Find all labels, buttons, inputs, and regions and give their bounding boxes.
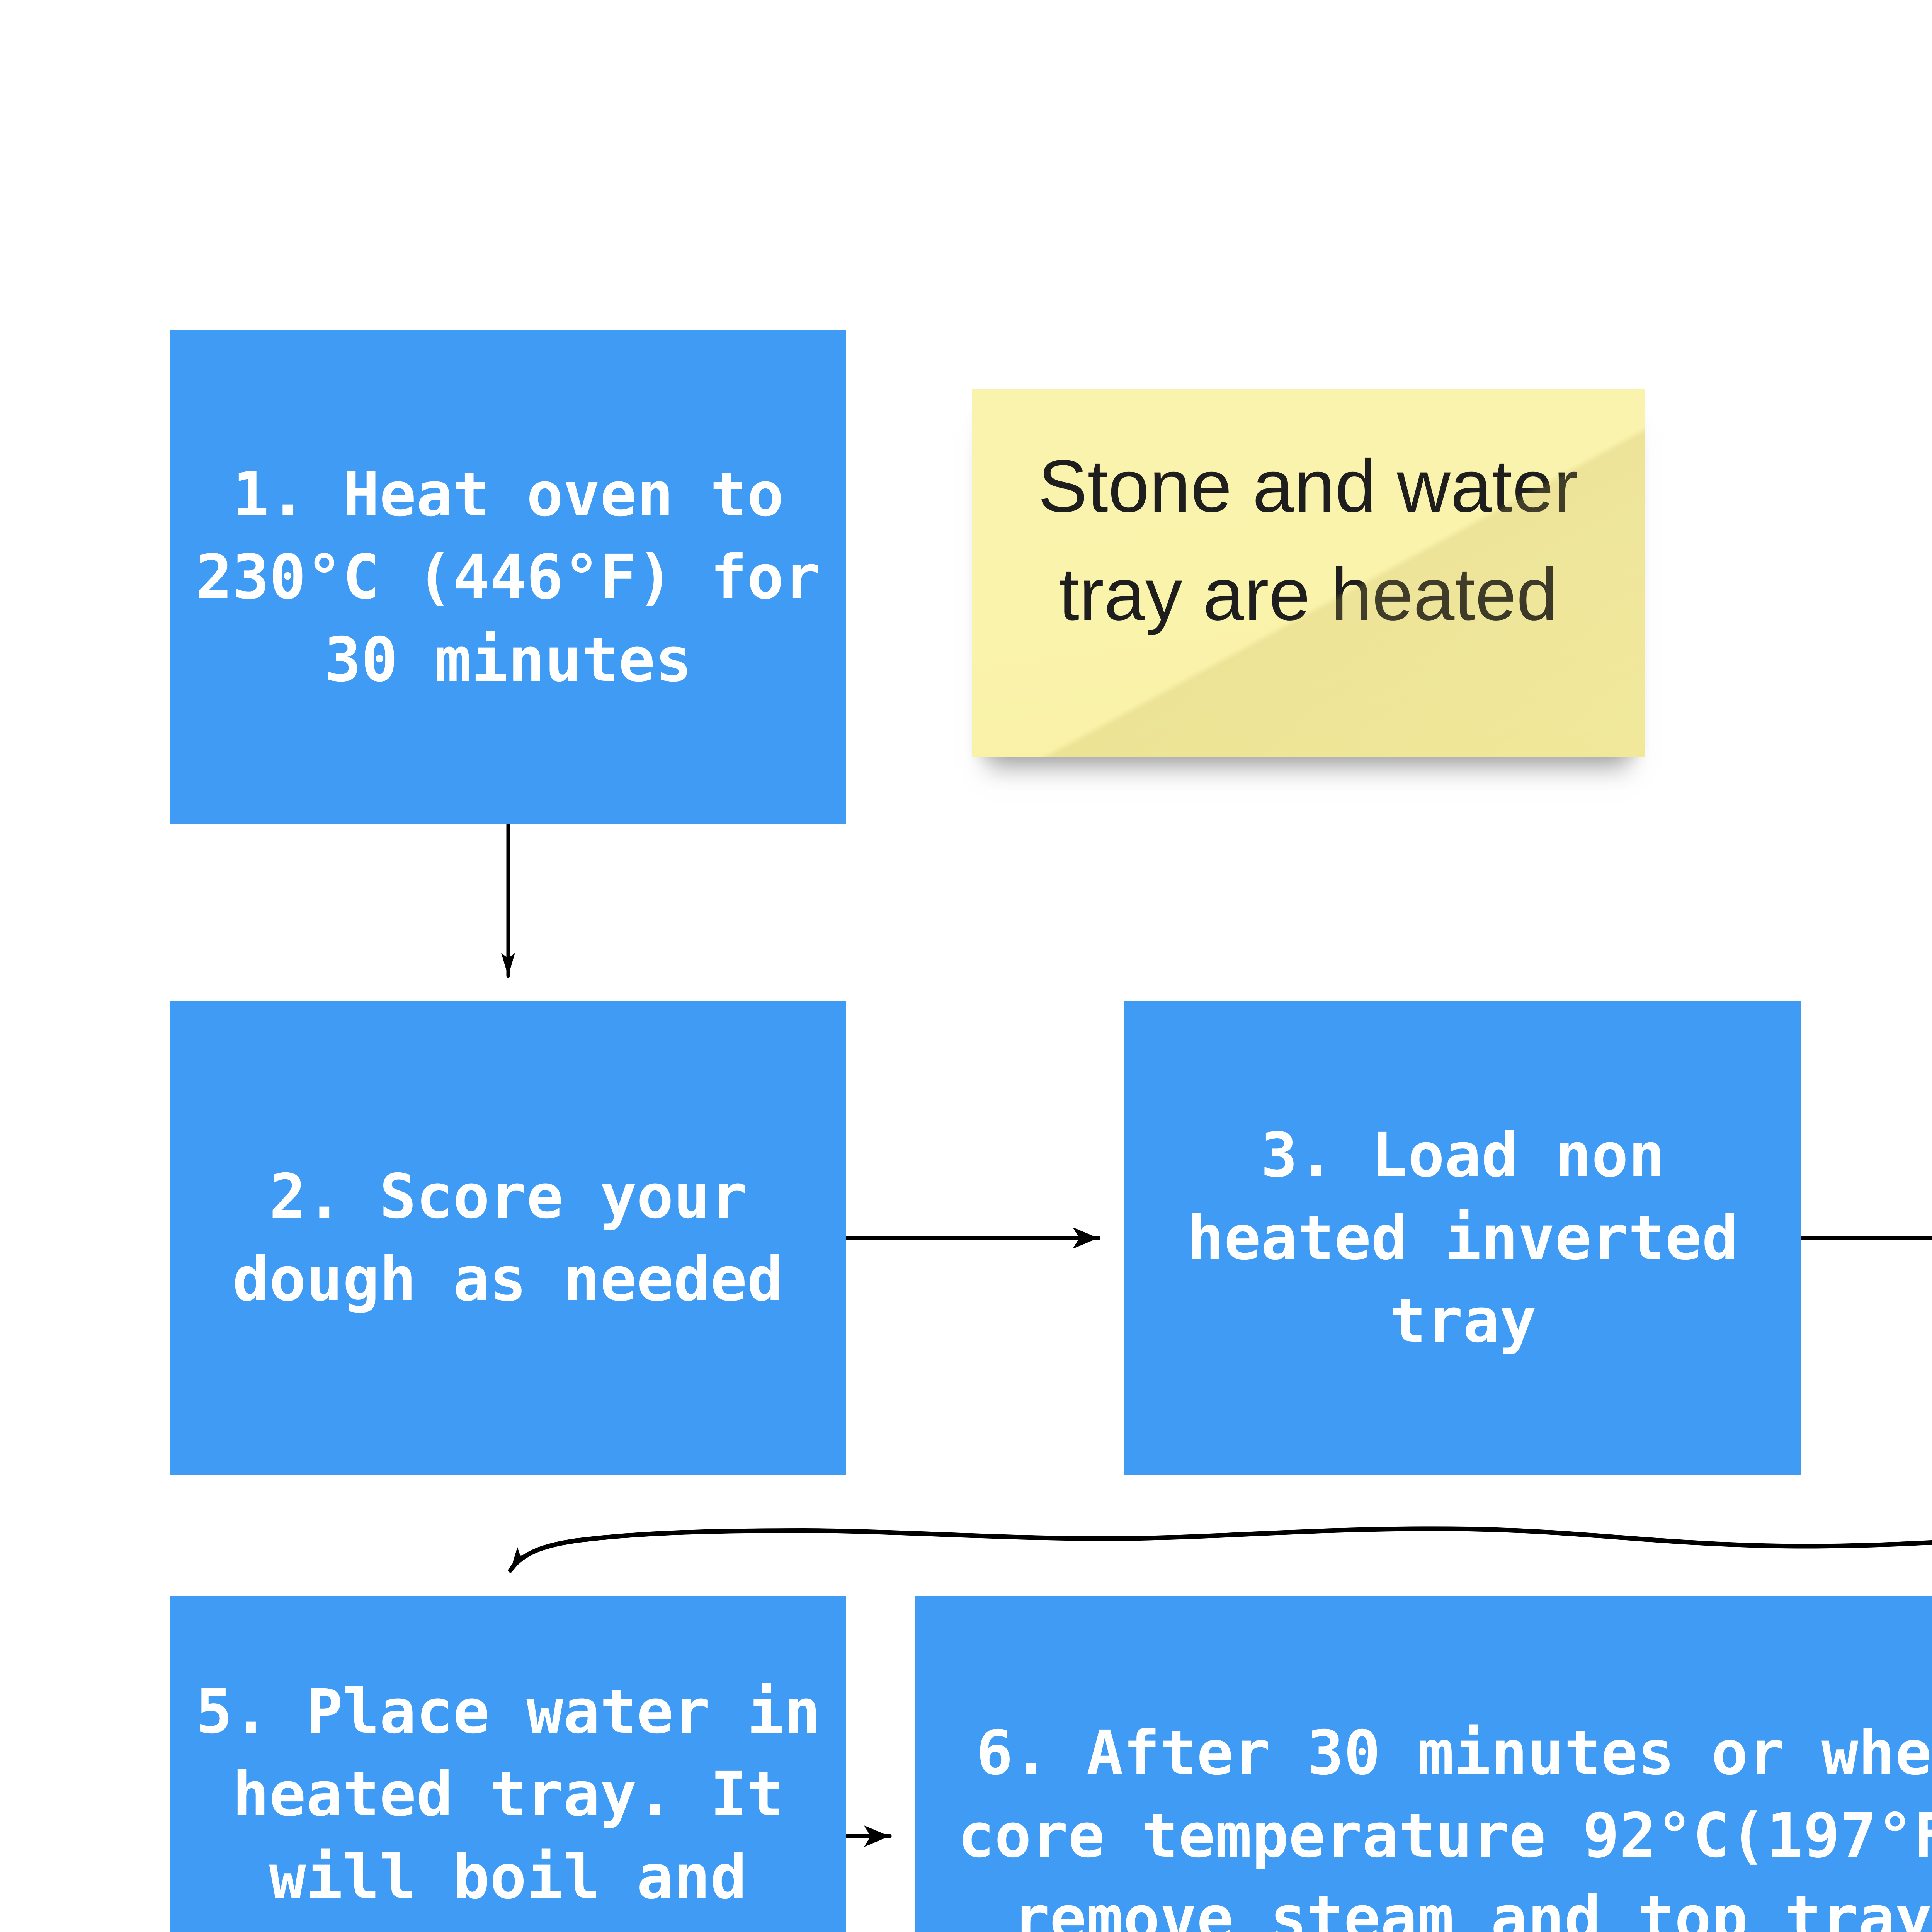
step-box-2[interactable]: 2. Score your dough as needed xyxy=(170,1001,846,1475)
step-5-text: 5. Place water in heated tray. It will b… xyxy=(196,1676,821,1932)
step-box-6[interactable]: 6. After 30 minutes or when core tempera… xyxy=(915,1596,1932,1932)
step-6-text: 6. After 30 minutes or when core tempera… xyxy=(957,1718,1932,1932)
connector-step4-step5 xyxy=(508,1526,1932,1573)
sticky-note-text: Stone and water tray are heated xyxy=(1038,444,1578,636)
step-1-text: 1. Heat oven to 230°C (446°F) for 30 min… xyxy=(196,459,821,696)
sticky-note[interactable]: Stone and water tray are heated xyxy=(972,389,1645,757)
step-3-text: 3. Load non heated inverted tray xyxy=(1187,1120,1739,1356)
step-box-3[interactable]: 3. Load non heated inverted tray xyxy=(1124,1001,1801,1475)
step-2-text: 2. Score your dough as needed xyxy=(232,1161,784,1315)
step-box-1[interactable]: 1. Heat oven to 230°C (446°F) for 30 min… xyxy=(170,330,846,824)
step-box-5[interactable]: 5. Place water in heated tray. It will b… xyxy=(170,1596,846,1932)
